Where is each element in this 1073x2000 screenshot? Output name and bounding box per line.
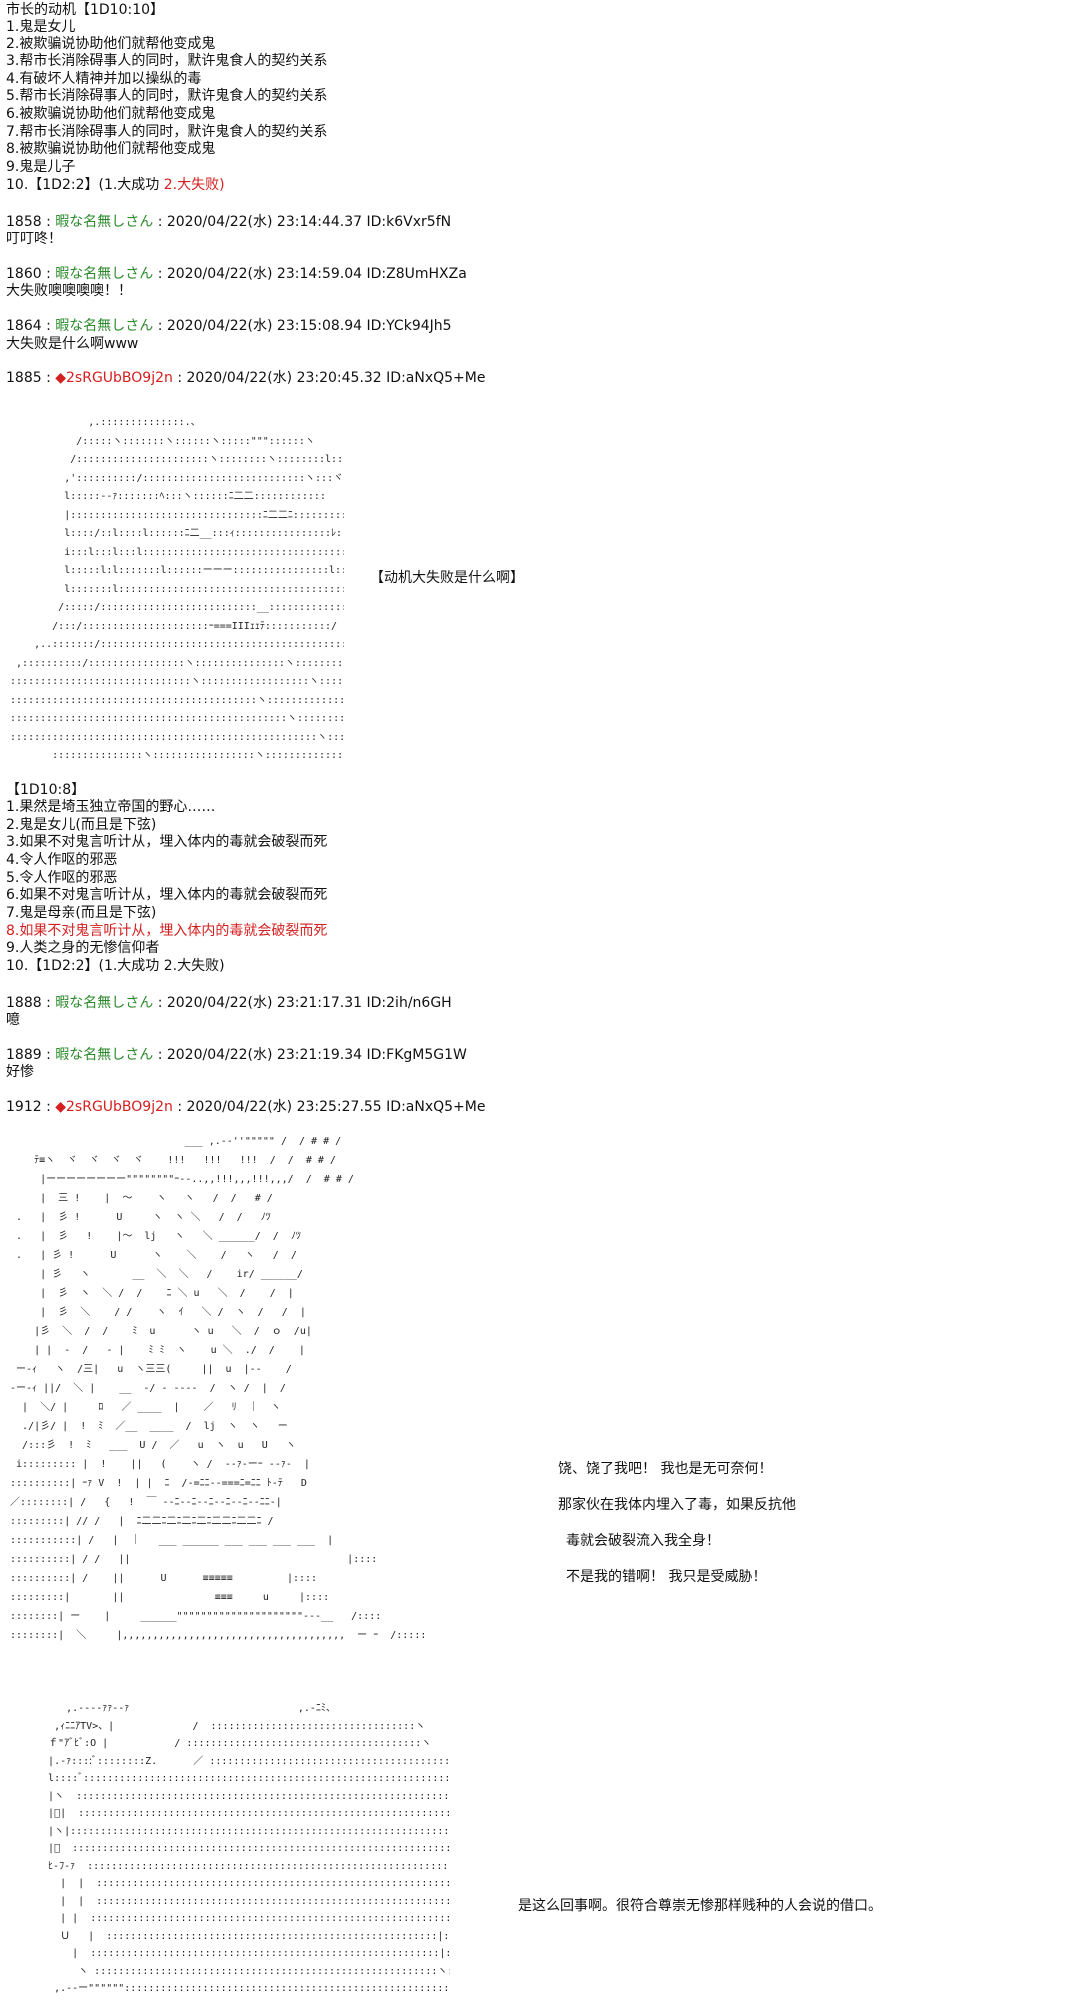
post-header: 1860 : 暇な名無しさん : 2020/04/22(水) 23:14:59.… — [6, 266, 467, 283]
poster-name-link[interactable]: 暇な名無しさん — [55, 995, 154, 1011]
poster-trip-link[interactable]: ◆2sRGUbBO9j2n — [55, 370, 173, 386]
post-body: 大失败是什么啊www — [6, 336, 139, 352]
poster-name-link[interactable]: 暇な名無しさん — [55, 266, 154, 282]
aa-caption: 不是我的错啊！ 我只是受威胁！ — [566, 1569, 767, 1585]
poster-name-link[interactable]: 暇な名無しさん — [55, 1047, 154, 1063]
list-item: 6.如果不对鬼言听计从，埋入体内的毒就会破裂而死 — [6, 887, 328, 903]
aa-caption: 毒就会破裂流入我全身！ — [566, 1533, 720, 1549]
post-number: 1864 : — [6, 318, 56, 334]
list-item: 3.帮市长消除碍事人的同时，默许鬼食人的契约关系 — [6, 53, 328, 69]
post-header: 1888 : 暇な名無しさん : 2020/04/22(水) 23:21:17.… — [6, 995, 452, 1012]
list-item: 7.鬼是母亲(而且是下弦) — [6, 905, 157, 921]
ascii-art-figure-2: ,.-‐‐‐ｧｧ-‐ｧ ,.-ﾆﾐ、 ,ｨﾆﾆｱTV>、| / ::::::::… — [48, 1703, 450, 1994]
post-body: 好惨 — [6, 1064, 34, 1080]
list-item: 10.【1D2:2】(1.大成功 2.大失败) — [6, 958, 225, 974]
post-number: 1858 : — [6, 214, 56, 230]
list-item: 5.帮市长消除碍事人的同时，默许鬼食人的契约关系 — [6, 88, 328, 104]
list-item: 8.被欺骗说协助他们就帮他变成鬼 — [6, 141, 216, 157]
list-item: 7.帮市长消除碍事人的同时，默许鬼食人的契约关系 — [6, 124, 328, 140]
list-item: 2.被欺骗说协助他们就帮他变成鬼 — [6, 36, 216, 52]
list-item: 4.令人作呕的邪恶 — [6, 852, 118, 868]
poster-name-link[interactable]: 暇な名無しさん — [55, 214, 154, 230]
post-header: 1858 : 暇な名無しさん : 2020/04/22(水) 23:14:44.… — [6, 214, 451, 231]
list-item: 9.鬼是儿子 — [6, 159, 76, 175]
post-header: 1912 : ◆2sRGUbBO9j2n : 2020/04/22(水) 23:… — [6, 1099, 485, 1116]
list-item: 4.有破坏人精神并加以操纵的毒 — [6, 71, 202, 87]
list-item-highlight: 8.如果不对鬼言听计从，埋入体内的毒就会破裂而死 — [6, 923, 328, 939]
aa-caption: 那家伙在我体内埋入了毒，如果反抗他 — [558, 1497, 796, 1513]
post-body: 叮叮咚！ — [6, 231, 62, 247]
list-item: 1.鬼是女儿 — [6, 19, 76, 35]
list-item: 6.被欺骗说协助他们就帮他变成鬼 — [6, 106, 216, 122]
list-item: 2.鬼是女儿(而且是下弦) — [6, 817, 157, 833]
list-item-10: 10.【1D2:2】(1.大成功 2.大失败) — [6, 177, 225, 194]
post-meta: : 2020/04/22(水) 23:21:19.34 ID:FKgM5G1W — [153, 1047, 467, 1063]
post-number: 1889 : — [6, 1047, 56, 1063]
poster-trip-link[interactable]: ◆2sRGUbBO9j2n — [55, 1099, 173, 1115]
post-body: 大失败噢噢噢噢！！ — [6, 283, 132, 299]
post-body: 噫 — [6, 1012, 20, 1028]
dice-heading-truth: 【1D10:8】 — [6, 782, 86, 798]
list-item: 3.如果不对鬼言听计从，埋入体内的毒就会破裂而死 — [6, 834, 328, 850]
post-meta: : 2020/04/22(水) 23:25:27.55 ID:aNxQ5+Me — [172, 1099, 486, 1115]
post-number: 1912 : — [6, 1099, 56, 1115]
list-item: 9.人类之身的无惨信仰者 — [6, 940, 160, 956]
post-header: 1889 : 暇な名無しさん : 2020/04/22(水) 23:21:19.… — [6, 1047, 467, 1064]
post-meta: : 2020/04/22(水) 23:15:08.94 ID:YCk94Jh5 — [153, 318, 452, 334]
aa-caption: 【动机大失败是什么啊】 — [370, 570, 524, 586]
list-item: 5.令人作呕的邪恶 — [6, 870, 118, 886]
post-meta: : 2020/04/22(水) 23:14:59.04 ID:Z8UmHXZa — [153, 266, 467, 282]
post-meta: : 2020/04/22(水) 23:14:44.37 ID:k6Vxr5fN — [153, 214, 452, 230]
post-number: 1888 : — [6, 995, 56, 1011]
post-number: 1860 : — [6, 266, 56, 282]
ascii-art-scene: ___ ,.-‐''""""" / / # # / ﾃ≡ヽ ヾ ヾ ヾ ヾ !!… — [10, 1136, 427, 1641]
post-header: 1864 : 暇な名無しさん : 2020/04/22(水) 23:15:08.… — [6, 318, 452, 335]
aa-caption: 饶、饶了我吧！ 我也是无可奈何！ — [558, 1461, 773, 1477]
list-item-10-highlight: 2.大失败) — [163, 177, 225, 193]
list-item-10-prefix: 10.【1D2:2】(1.大成功 — [6, 177, 164, 193]
aa-caption: 是这么回事啊。很符合尊崇无惨那样贱种的人会说的借口。 — [518, 1898, 882, 1914]
post-number: 1885 : — [6, 370, 56, 386]
dice-heading-motive: 市长的动机【1D10:10】 — [6, 2, 165, 18]
poster-name-link[interactable]: 暇な名無しさん — [55, 318, 154, 334]
post-meta: : 2020/04/22(水) 23:20:45.32 ID:aNxQ5+Me — [172, 370, 486, 386]
post-meta: : 2020/04/22(水) 23:21:17.31 ID:2ih/n6GH — [153, 995, 452, 1011]
post-header: 1885 : ◆2sRGUbBO9j2n : 2020/04/22(水) 23:… — [6, 370, 485, 387]
list-item: 1.果然是埼玉独立帝国的野心…… — [6, 799, 216, 815]
ascii-art-figure: ,.::::::::::::::.、 /:::::ヽ:::::::ヽ::::::… — [10, 417, 344, 761]
